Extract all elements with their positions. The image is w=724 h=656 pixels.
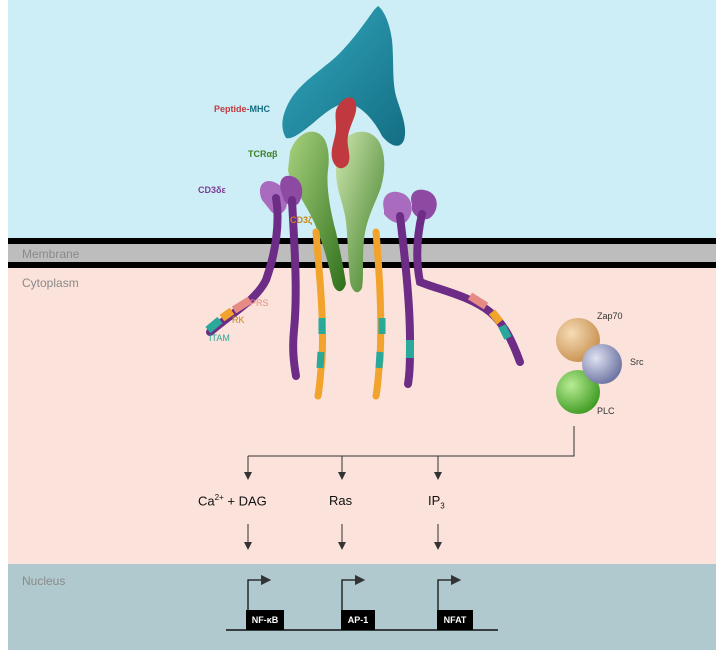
mhc-label: MHC <box>249 104 271 114</box>
plc-label: PLC <box>597 406 615 416</box>
zap70-label: Zap70 <box>597 311 623 321</box>
promoter-arrow-nfkb <box>247 574 272 610</box>
promoter-arrow-ap1 <box>341 574 366 610</box>
cd3-de-left-head2 <box>280 175 303 206</box>
cd3de-label: CD3δε <box>198 185 226 195</box>
src-label: Src <box>630 357 644 367</box>
ca-superscript: 2+ <box>214 493 224 502</box>
itam-label: ITAM <box>209 333 230 343</box>
gene-ap1: AP-1 <box>341 610 375 630</box>
rk-segment-right <box>488 309 504 325</box>
membrane-label: Membrane <box>22 247 80 261</box>
peptide-mhc-label: Peptide-MHC <box>214 105 270 114</box>
cytoplasm-region <box>8 268 716 564</box>
prs-segment-left <box>231 296 253 314</box>
ip-text: IP <box>428 493 441 508</box>
cd3-de-right-stalk <box>396 212 415 388</box>
cytoplasm-label: Cytoplasm <box>22 276 79 290</box>
tcr-alpha-chain <box>288 131 346 292</box>
itam-segment-right <box>498 324 512 340</box>
rk-label: RK <box>232 315 245 325</box>
tcr-beta-chain <box>336 131 385 293</box>
gene-nfat: NFAT <box>437 610 473 630</box>
cd3-de-left-stalk2 <box>288 196 300 380</box>
promoter-arrow-nfat <box>437 574 462 610</box>
ras-label: Ras <box>329 493 353 508</box>
rk-segment-left <box>219 307 235 322</box>
cd3z-right-itam <box>375 318 386 369</box>
plc-molecule <box>556 370 600 414</box>
nucleus-label: Nucleus <box>22 574 66 588</box>
gene-nfkb: NF-κB <box>246 610 284 630</box>
cd3z-left-itam <box>316 318 326 369</box>
ip-subscript: 3 <box>440 501 445 511</box>
dag-text: + DAG <box>223 493 267 509</box>
prs-segment-right <box>467 292 489 310</box>
cd3-de-right-head <box>383 191 412 224</box>
cd3z-left-chain <box>312 228 327 400</box>
mhc-molecule <box>282 6 406 146</box>
cd3-de-right-head2 <box>411 189 437 220</box>
peptide <box>331 97 357 169</box>
ca-text: Ca <box>198 493 215 509</box>
signal-connector <box>248 426 575 457</box>
itam-segment-left <box>205 316 223 334</box>
nucleus-region <box>8 564 716 650</box>
tcr-label: TCRαβ <box>248 149 278 159</box>
ca-dag-label: Ca2+ + DAG <box>198 493 267 509</box>
ip3-label: IP3 <box>428 494 445 511</box>
src-molecule <box>582 344 622 384</box>
cd3z-right-chain <box>372 228 385 400</box>
prs-label: PRS <box>250 298 269 308</box>
cd3z-label: CD3ζ <box>290 215 313 225</box>
peptide-label: Peptide- <box>214 104 250 114</box>
